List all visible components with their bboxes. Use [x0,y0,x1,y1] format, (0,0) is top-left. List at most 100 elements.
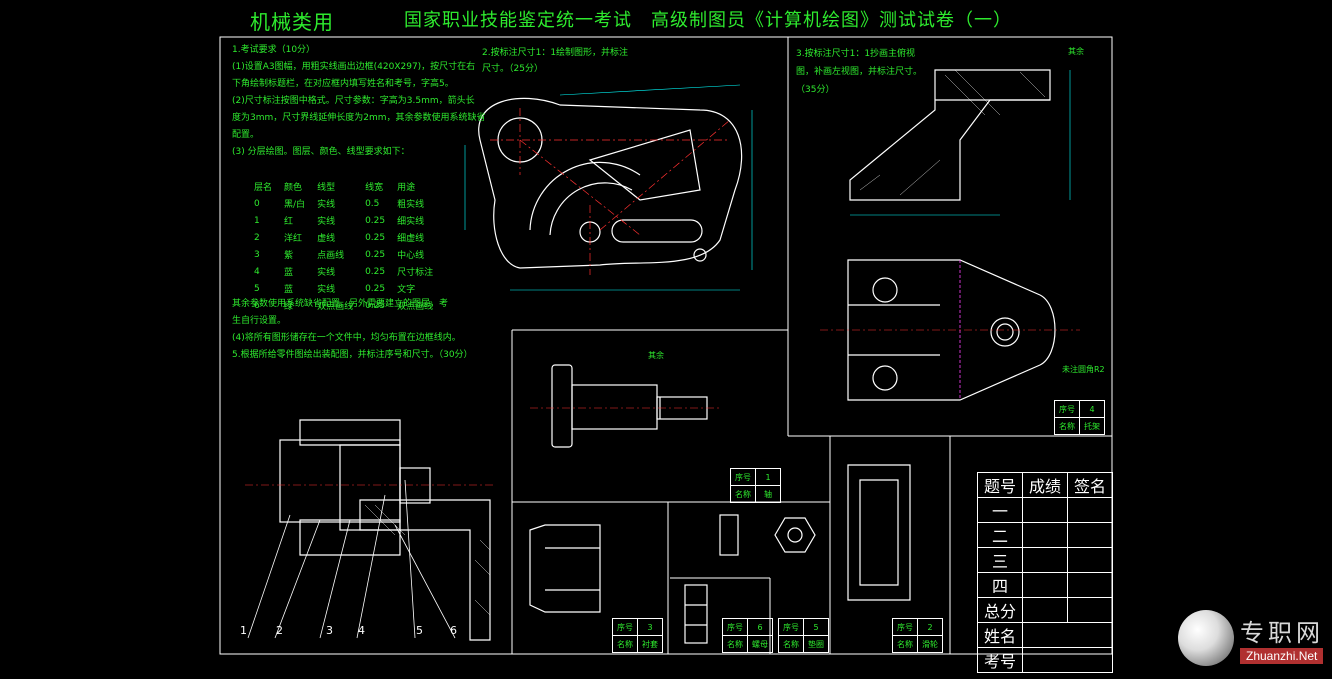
score-header: 题号 [977,472,1023,498]
part-name-label: 名称 [778,635,804,653]
part-seq: 6 [747,618,773,636]
layer-cell: 双点画线 [317,302,354,312]
layer-cell: 尺寸标注 [397,268,434,278]
requirements-line: 度为3mm，尺寸界线延伸长度为2mm，其余参数使用系统缺省 [232,113,486,123]
part-seq-label: 序号 [1054,400,1080,418]
layer-cell: 0.25 [365,266,386,277]
part-seq: 1 [755,468,781,486]
watermark-en: Zhuanzhi.Net [1240,647,1324,664]
score-cell[interactable] [1022,497,1068,523]
requirements-tail: 其余参数使用系统缺省配置。另外需要建立的图层，考 生自行设置。 (4)将所有图形… [232,296,512,364]
layer-header: 线宽 [365,183,384,193]
layer-cell: 细实线 [397,217,425,227]
part-seq-label: 序号 [778,618,804,636]
part-seq-label: 序号 [730,468,756,486]
assembly-drawing [279,419,491,641]
table-row: 二 [977,522,1113,548]
requirements-line: 其余参数使用系统缺省配置。另外需要建立的图层，考 [232,299,449,309]
part-name: 轴 [755,485,781,503]
layer-cell: 黑/白 [284,200,306,210]
requirements-line: (4)将所有图形储存在一个文件中，均匀布置在边框线内。 [232,333,461,343]
part-name-label: 名称 [892,635,918,653]
score-row-label: 考号 [977,647,1023,673]
score-row-label: 姓名 [977,622,1023,648]
layer-cell: 0 [254,198,260,209]
rest-roughness-note: 其余 [1068,47,1084,56]
page-title: 国家职业技能鉴定统一考试 高级制图员《计算机绘图》测试试卷（一） [404,10,1012,31]
table-row: 三 [977,547,1113,573]
table-row: 姓名 [977,622,1113,648]
layer-cell: 3 [254,249,260,260]
category-label: 机械类用 [250,10,334,34]
layer-cell: 点画线 [317,251,345,261]
shaft-drawing [551,364,708,448]
signature-cell[interactable] [1067,522,1113,548]
leader-number: 4 [358,624,365,637]
sheet-border [219,36,1113,655]
layer-cell: 4 [254,266,260,277]
part-seq-label: 序号 [722,618,748,636]
requirements-line: (2)尺寸标注按图中格式。尺寸参数：字高为3.5mm，箭头长 [232,96,475,106]
requirements-line: 配置。 [232,130,260,140]
layer-cell: 文字 [397,285,416,295]
score-row-label: 二 [977,522,1023,548]
washer-drawing [684,584,708,644]
name-cell[interactable] [1022,622,1113,648]
layer-cell: 虚线 [317,234,336,244]
part-name-label: 名称 [722,635,748,653]
layer-cell: 2 [254,232,260,243]
part-name: 托架 [1079,417,1105,435]
score-cell[interactable] [1022,522,1068,548]
part-name-label: 名称 [1054,417,1080,435]
requirements-block: 1.考试要求（10分） (1)设置A3图幅，用粗实线画出边框(420X297)，… [232,42,512,161]
part-seq: 4 [1079,400,1105,418]
part-name-label: 名称 [612,635,638,653]
score-row-label: 四 [977,572,1023,598]
q3-instruction: 3.按标注尺寸1：1抄画主俯视图，补画左视图，并标注尺寸。（35分） [796,49,923,95]
watermark-cn: 专职网 [1240,618,1324,647]
layer-cell: 6 [254,300,260,311]
requirements-line: (1)设置A3图幅，用粗实线画出边框(420X297)，按尺寸在右 [232,62,476,72]
q3-top-view [847,259,1056,401]
score-cell[interactable] [1022,597,1068,623]
q2-instruction: 2.按标注尺寸1：1绘制图形，并标注尺寸。（25分） [482,48,629,74]
layer-cell: 中心线 [397,251,425,261]
layer-cell: 洋红 [284,234,303,244]
q3-front-view [849,69,1051,201]
signature-cell[interactable] [1067,597,1113,623]
signature-cell[interactable] [1067,572,1113,598]
leader-number: 3 [326,624,333,637]
requirements-line: (3) 分层绘图。图层、颜色、线型要求如下： [232,147,410,157]
exam-number-cell[interactable] [1022,647,1113,673]
part-name: 垫圈 [803,635,829,653]
layer-cell: 0.25 [365,249,386,260]
score-cell[interactable] [1022,572,1068,598]
score-row-label: 三 [977,547,1023,573]
fillet-note: 未注圆角R2 [1062,365,1105,374]
layer-cell: 5 [254,283,260,294]
requirements-line: 生自行设置。 [232,316,287,326]
score-cell[interactable] [1022,547,1068,573]
leader-number: 6 [450,624,457,637]
score-row-label: 总分 [977,597,1023,623]
requirements-line: 5.根据所给零件图绘出装配图，并标注序号和尺寸。（30分） [232,350,473,360]
rest-roughness-note: 其余 [648,351,664,360]
part-name: 螺母 [747,635,773,653]
signature-cell[interactable] [1067,497,1113,523]
leader-number: 2 [276,624,283,637]
requirements-heading: 1.考试要求（10分） [232,45,316,55]
signature-cell[interactable] [1067,547,1113,573]
watermark: 专职网 Zhuanzhi.Net [1178,610,1324,666]
